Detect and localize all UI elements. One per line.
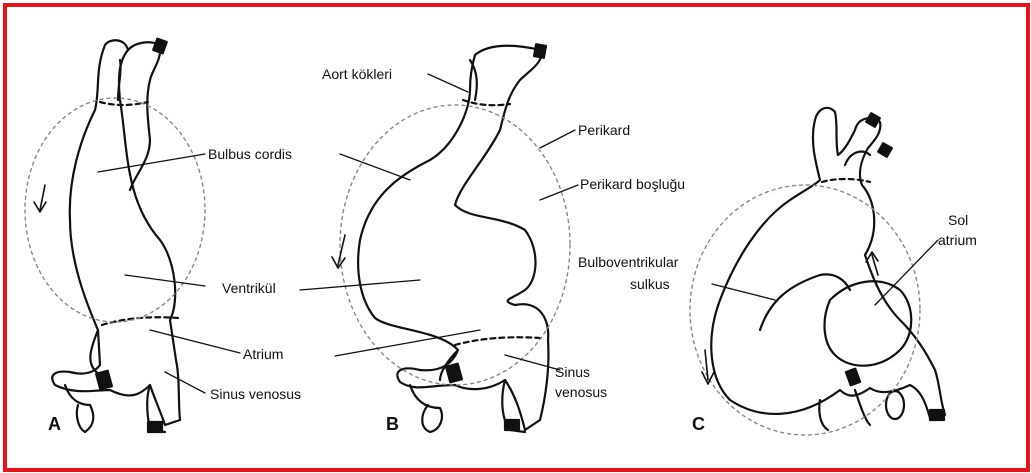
label-venosus-b: venosus [555, 384, 607, 400]
rotation-circle-c [690, 185, 920, 435]
label-atrium: Atrium [243, 346, 283, 362]
label-aort-kokleri: Aort kökleri [322, 66, 392, 82]
label-atrium-c: atrium [938, 232, 977, 248]
rotation-circle-a [25, 98, 205, 322]
leader-lines [98, 74, 938, 393]
label-sulkus: sulkus [630, 276, 670, 292]
label-sinus-venosus-a: Sinus venosus [210, 386, 301, 402]
boundary-a-top [100, 102, 148, 105]
label-bulboventrikular: Bulboventrikular [578, 254, 678, 270]
label-perikard: Perikard [578, 122, 630, 138]
label-bulbus-cordis: Bulbus cordis [208, 146, 292, 162]
boundary-a-mid [102, 317, 178, 325]
panel-label-a: A [48, 414, 61, 435]
panel-label-c: C [692, 414, 705, 435]
label-sinus-b: Sinus [555, 364, 590, 380]
label-perikard-boslugu: Perikard boşluğu [580, 176, 685, 192]
boundary-c-top [822, 179, 870, 182]
boundary-b-mid [455, 337, 540, 345]
label-ventrikul: Ventrikül [222, 280, 276, 296]
panel-label-b: B [386, 414, 399, 435]
label-sol: Sol [948, 212, 968, 228]
pericardium-circle-b [340, 105, 570, 385]
heart-tube-a [52, 40, 180, 432]
